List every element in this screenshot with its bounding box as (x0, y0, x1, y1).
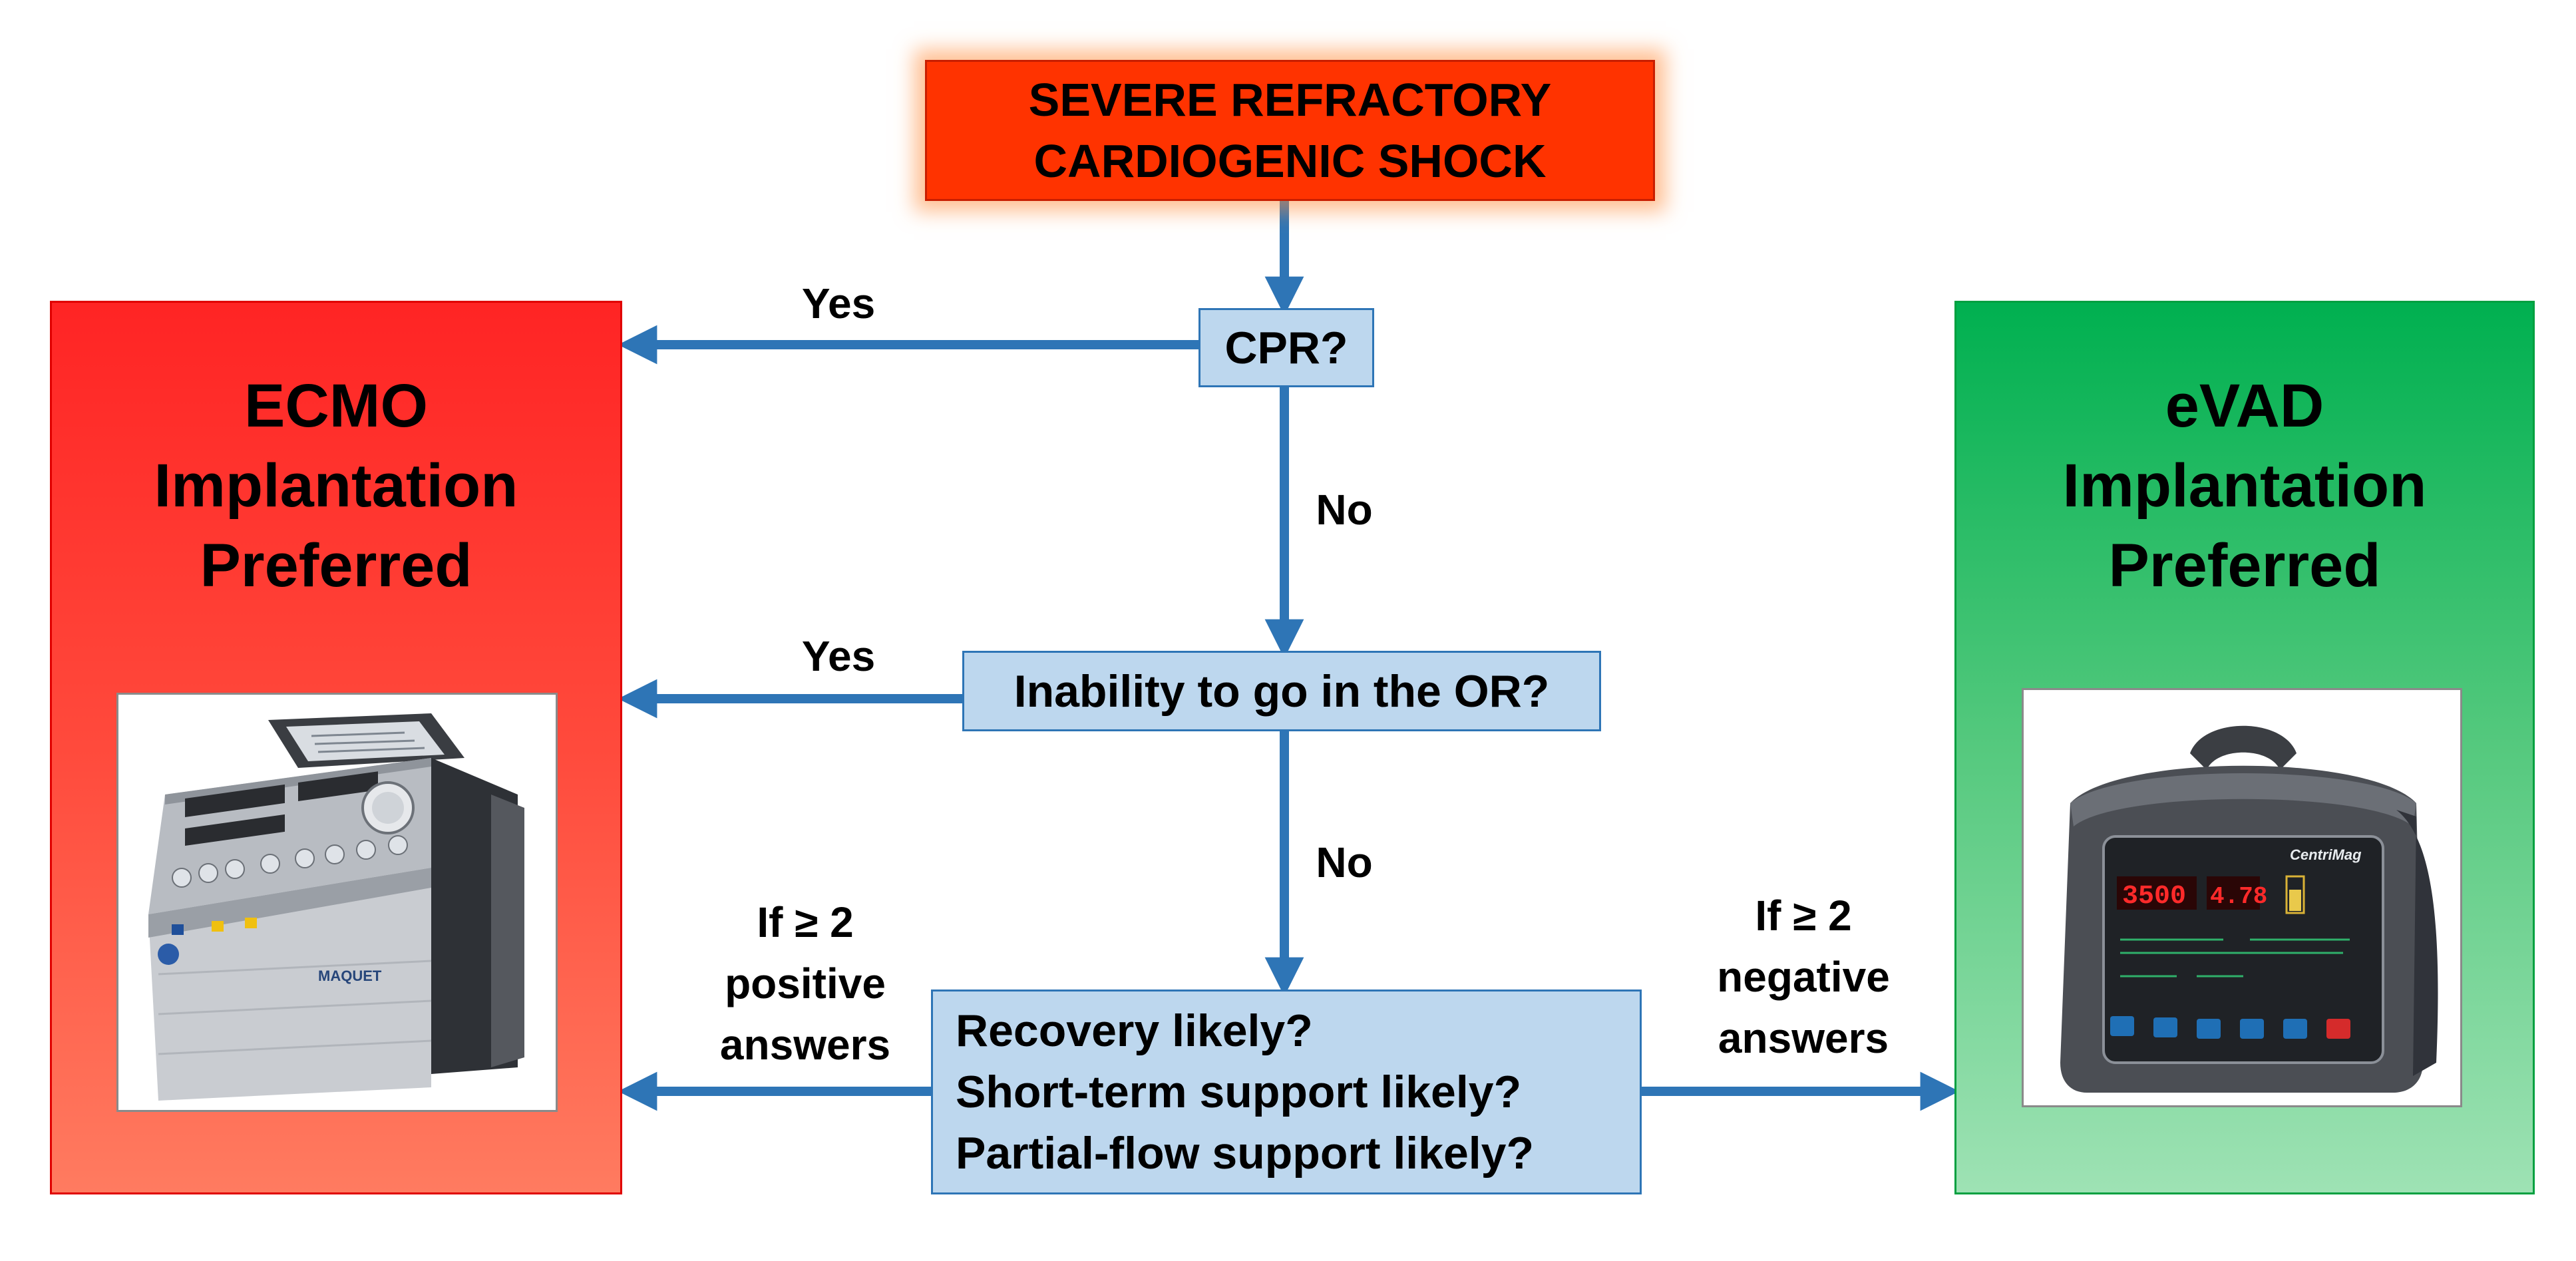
or-question-box: Inability to go in the OR? (962, 651, 1601, 731)
lpm-readout: 4.78 (2210, 883, 2267, 910)
cpr-question: CPR? (1224, 322, 1348, 373)
yes-label: Yes (801, 632, 876, 680)
ecmo-brand-text: MAQUET (318, 968, 382, 984)
cpr-question-box: CPR? (1198, 308, 1374, 387)
evad-device-image: 3500 4.78 CentriMag (2022, 688, 2462, 1107)
evad-panel: eVAD Implantation Preferred 3500 4.78 (1954, 301, 2535, 1194)
yes-label: Yes (801, 279, 876, 327)
shock-box: SEVERE REFRACTORY CARDIOGENIC SHOCK (925, 60, 1655, 201)
rpm-readout: 3500 (2122, 882, 2186, 912)
negative-answers-label: If ≥ 2 negative answers (1717, 892, 1890, 1062)
criteria-item: Short-term support likely? (956, 1067, 1522, 1117)
evad-title: eVAD Implantation Preferred (2062, 372, 2427, 600)
criteria-item: Recovery likely? (956, 1005, 1313, 1056)
ecmo-title: ECMO Implantation Preferred (154, 372, 518, 600)
shock-line-2: CARDIOGENIC SHOCK (1033, 135, 1547, 187)
centrimag-brand-text: CentriMag (2290, 846, 2362, 863)
ecmo-machine-icon: MAQUET (148, 713, 524, 1101)
ecmo-panel: ECMO Implantation Preferred (50, 301, 622, 1194)
no-label: No (1316, 838, 1373, 886)
no-label: No (1316, 486, 1373, 534)
positive-answers-label: If ≥ 2 positive answers (719, 898, 891, 1069)
criteria-box: Recovery likely? Short-term support like… (931, 990, 1642, 1194)
criteria-item: Partial-flow support likely? (956, 1128, 1535, 1178)
ecmo-device-image: MAQUET (116, 693, 558, 1112)
or-question: Inability to go in the OR? (1013, 665, 1550, 717)
shock-line-1: SEVERE REFRACTORY (1028, 74, 1552, 126)
centrimag-monitor-icon: 3500 4.78 CentriMag (2060, 725, 2438, 1093)
